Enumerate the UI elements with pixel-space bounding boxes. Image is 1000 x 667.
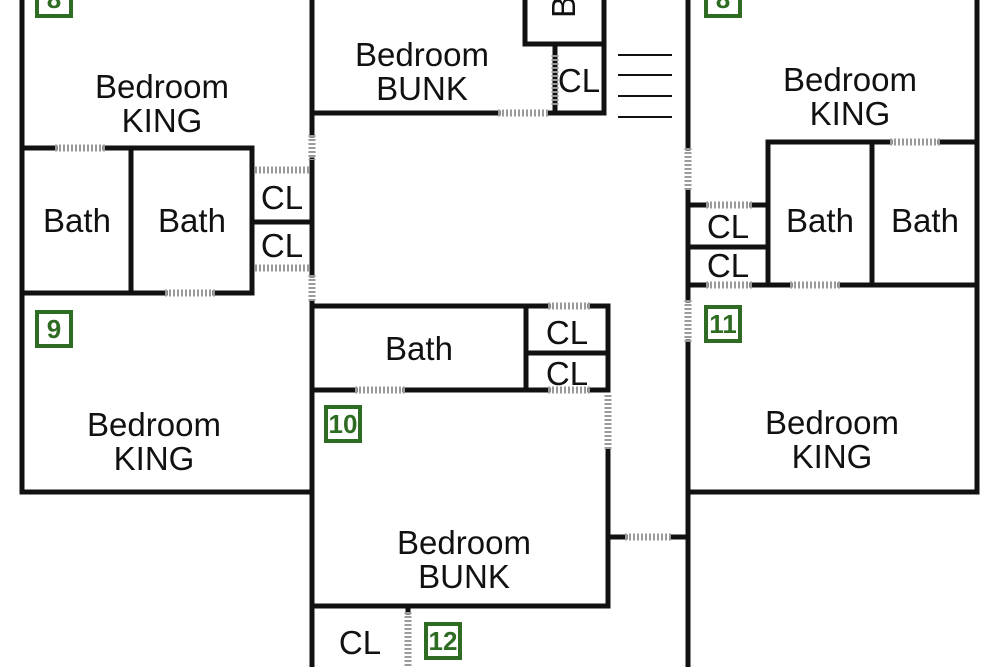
room-label-top-center: Bedroom BUNK	[322, 38, 522, 106]
bed-type: BUNK	[376, 70, 468, 107]
closet-label: CL	[545, 314, 589, 351]
bed-type: BUNK	[418, 558, 510, 595]
room-badge-8-right: 8	[704, 0, 742, 18]
bath-label: Bath	[43, 202, 111, 239]
bath-label: Bath	[891, 202, 959, 239]
room-badge-11: 11	[704, 305, 742, 343]
room-label-8-right: Bedroom KING	[750, 63, 950, 131]
room-badge-10: 10	[324, 405, 362, 443]
room-name: Bedroom	[355, 36, 489, 73]
room-name: Bedroom	[95, 68, 229, 105]
room-name: Bedroom	[783, 61, 917, 98]
bed-type: KING	[791, 438, 873, 475]
room-name: Bedroom	[765, 404, 899, 441]
room-name: Bedroom	[397, 524, 531, 561]
room-badge-12: 12	[424, 622, 462, 660]
bath-label: Bath	[158, 202, 226, 239]
closet-label: CL	[260, 227, 304, 264]
bath-label: Bath	[786, 202, 854, 239]
closet-label: CL	[557, 62, 601, 99]
room-label-9: Bedroom KING	[54, 408, 254, 476]
room-badge-9: 9	[35, 310, 73, 348]
closet-label: CL	[706, 208, 750, 245]
closet-label: CL	[545, 355, 589, 392]
closet-label: CL	[338, 624, 382, 661]
room-name: Bedroom	[87, 406, 221, 443]
room-label-10: Bedroom BUNK	[364, 526, 564, 594]
room-badge-8-left: 8	[35, 0, 73, 18]
closet-label: CL	[260, 179, 304, 216]
bath-label: Bath	[385, 330, 453, 367]
bath-label-rotated: B	[545, 0, 582, 19]
closet-label: CL	[706, 247, 750, 284]
room-label-11: Bedroom KING	[732, 406, 932, 474]
bed-type: KING	[809, 95, 891, 132]
room-label-8-left: Bedroom KING	[62, 70, 262, 138]
bed-type: KING	[113, 440, 195, 477]
bed-type: KING	[121, 102, 203, 139]
